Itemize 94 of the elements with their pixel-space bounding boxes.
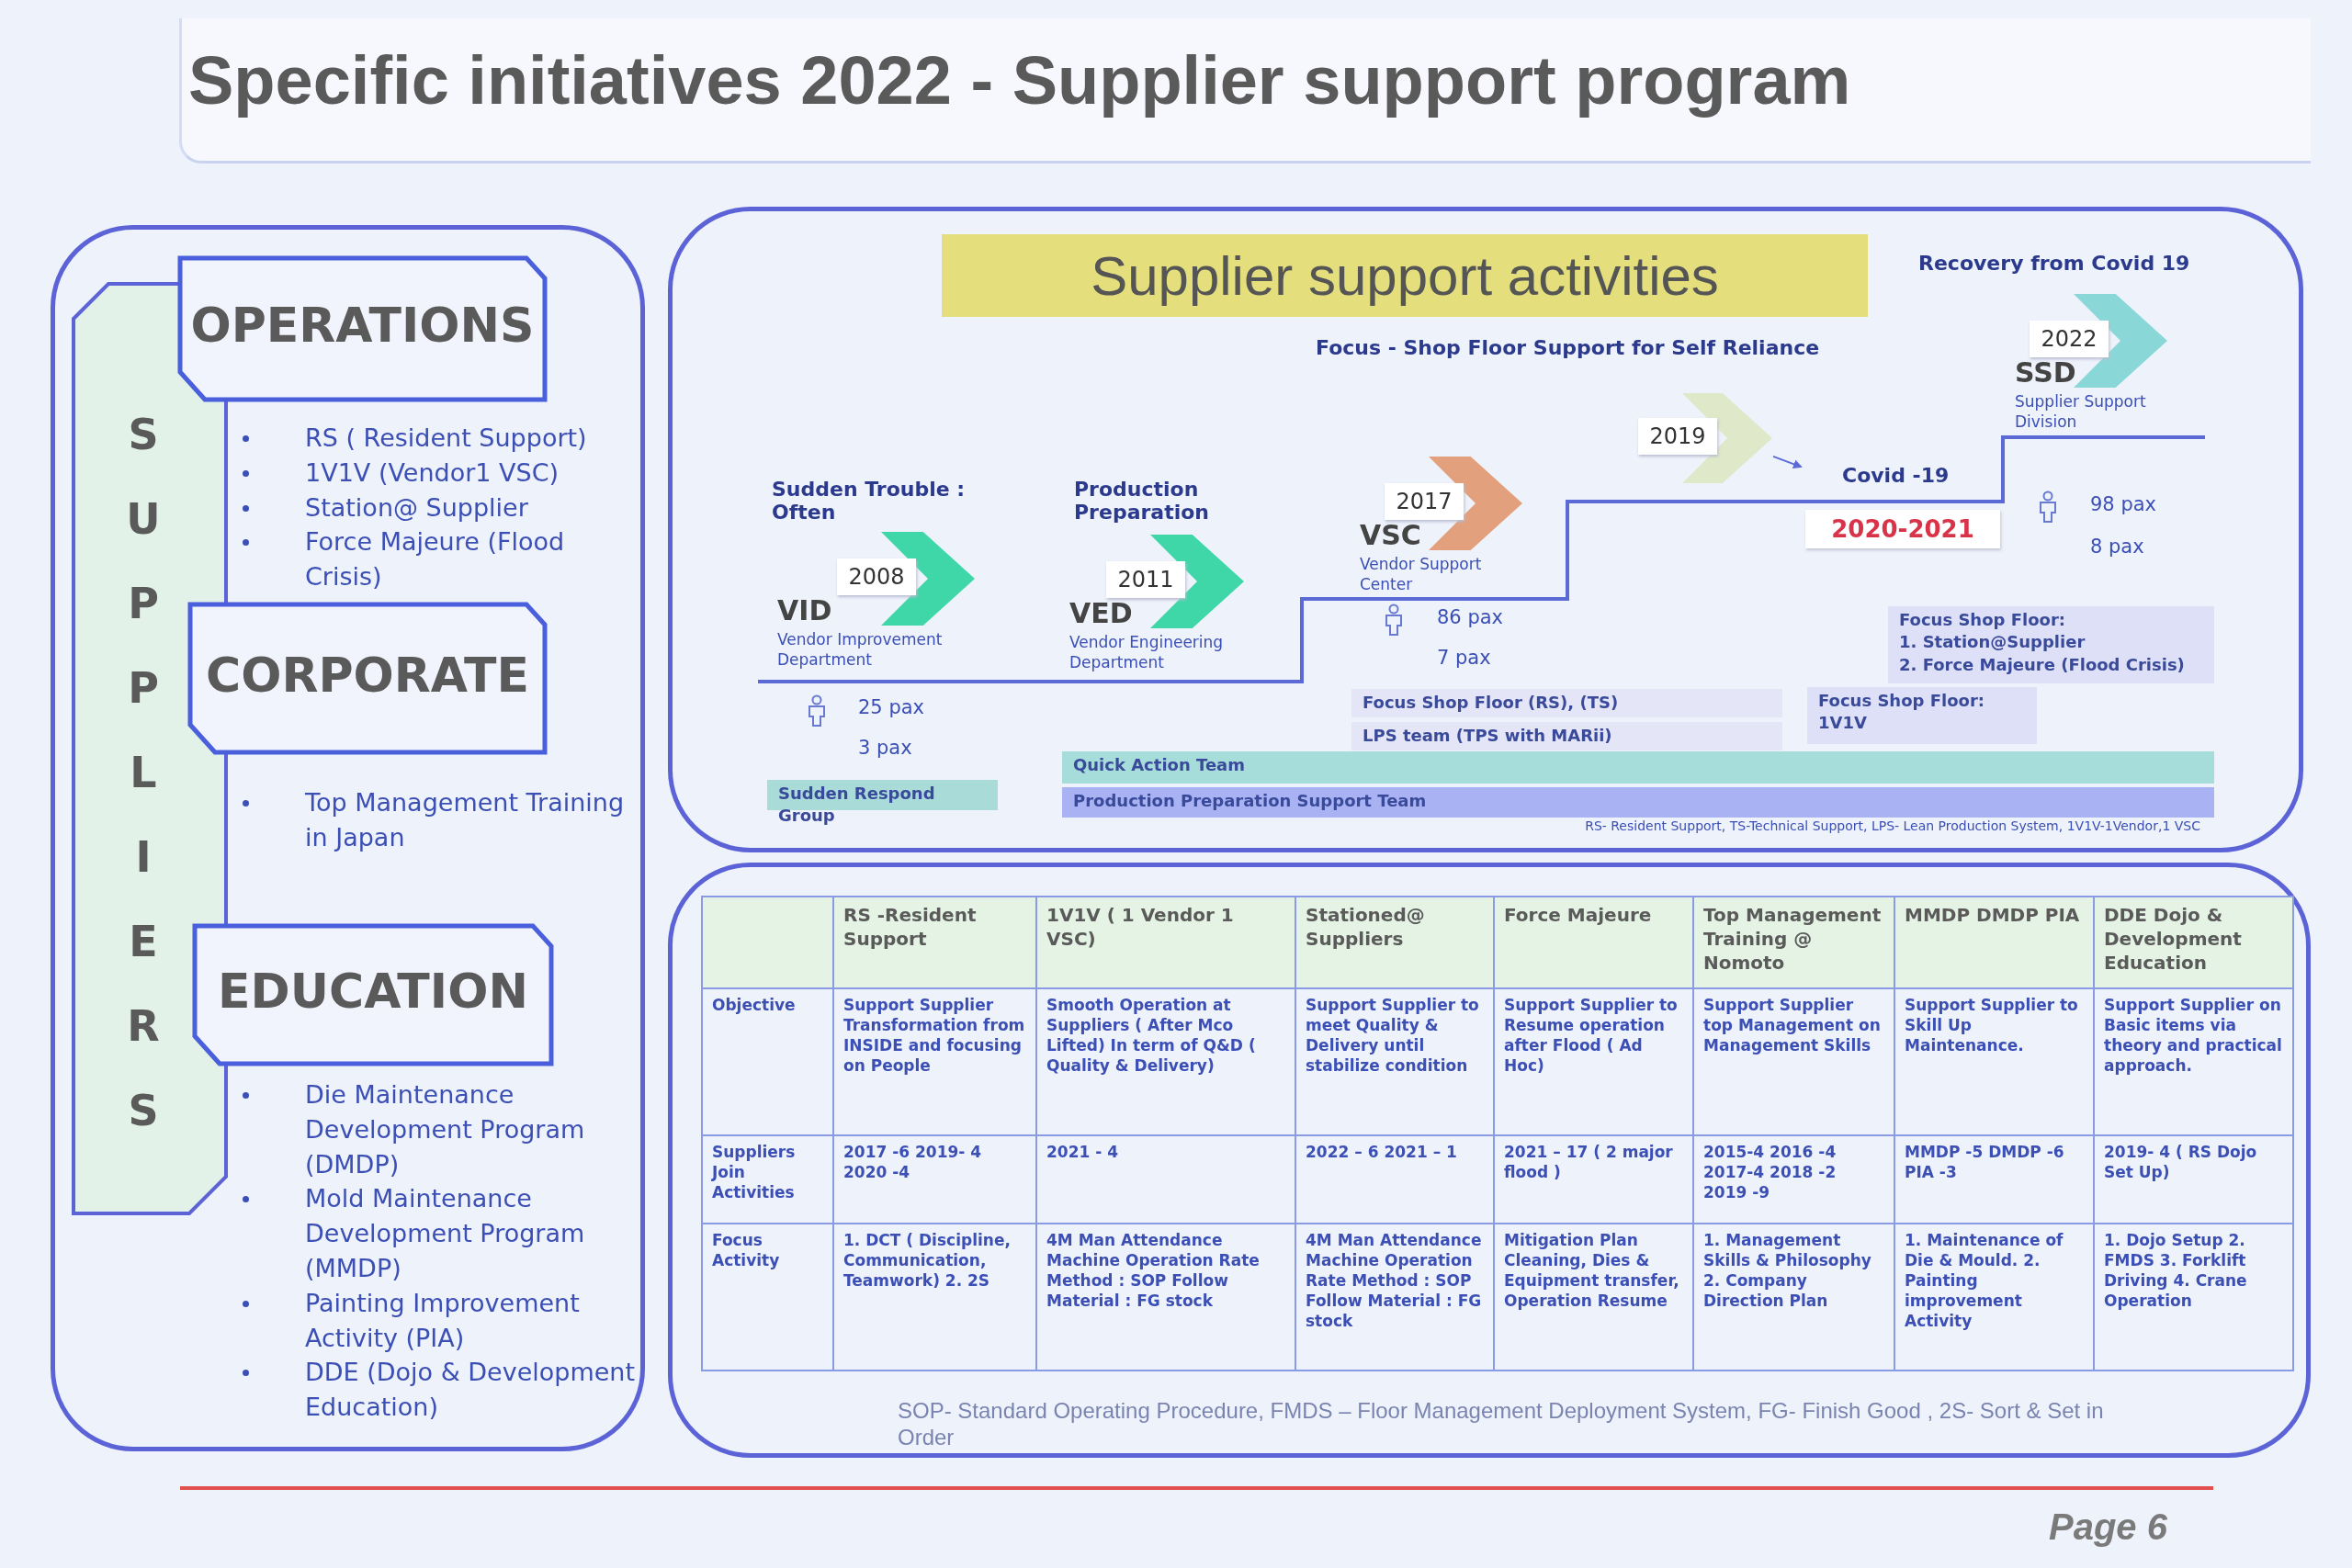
rounded-panel: [668, 207, 2303, 852]
table-entry: Support Supplier top Management on Management Skills: [1703, 996, 1881, 1055]
table-entry: 4M Man Attendance Machine Operation Rate Method : SOP Follow Material : FG stock: [1046, 1231, 1260, 1311]
bar-text: 1. Station@Supplier: [1899, 631, 2086, 654]
phase-label: Sudden Trouble : Often: [772, 478, 967, 524]
table-entry: 2017 -6 2019- 4 2020 -4: [843, 1143, 982, 1182]
period-tag: 2020-2021: [1805, 510, 2000, 548]
bar-text: Sudden Respond Group: [778, 783, 936, 828]
headcount: 98 pax: [2090, 493, 2157, 515]
bullet-item: Mold Maintenance Development Program (MMDP): [305, 1183, 586, 1284]
section-tab: [187, 602, 548, 755]
table-entry: Mitigation Plan Cleaning, Dies & Equipment transfer, Operation Resume: [1504, 1231, 1679, 1311]
table-entry: 2019- 4 ( RS Dojo Set Up): [2104, 1143, 2257, 1182]
table-entry: 1. Management Skills & Philosophy 2. Company Direction Plan: [1703, 1231, 1871, 1311]
vertical-heading: SUPPLIERS: [125, 409, 162, 1137]
page-number: Page 6: [2049, 1506, 2167, 1548]
section-tab: [177, 255, 548, 402]
bar-text: 1V1V: [1818, 712, 1868, 735]
column-header: DDE Dojo & Development Education: [2104, 904, 2242, 974]
acronym-label: VED: [1069, 597, 1133, 629]
department-name: Vendor Support Center: [1360, 554, 1483, 595]
column-header: Force Majeure: [1504, 904, 1652, 926]
year-tag: 2008: [837, 558, 916, 595]
year-tag: 2011: [1106, 561, 1185, 598]
section-tab: [192, 923, 554, 1066]
heading-banner: [942, 234, 1868, 317]
row-header: Objective: [712, 996, 796, 1014]
table-entry: 4M Man Attendance Machine Operation Rate Method : SOP Follow Material : FG stock: [1306, 1231, 1482, 1331]
table-entry: 1. DCT ( Discipline, Communication, Teamwork) 2. 2S: [843, 1231, 1011, 1291]
bar-text: 2. Force Majeure (Flood Crisis): [1899, 653, 2186, 676]
bar-text: Quick Action Team: [1073, 754, 1246, 776]
year-tag: 2022: [2030, 321, 2109, 357]
footnote: SOP- Standard Operating Procedure, FMDS – Floor Management Deployment System, FG- Finish Good , 2S- Sort & Set in Order: [898, 1398, 2105, 1451]
row-header: Suppliers Join Activities: [712, 1143, 796, 1202]
headcount: 7 pax: [1437, 647, 1491, 669]
year-tag: 2019: [1638, 418, 1717, 455]
bullet-item: DDE (Dojo & Development Education): [305, 1357, 636, 1424]
table-entry: 2021 - 4: [1046, 1143, 1119, 1161]
acronym-label: SSD: [2015, 356, 2076, 389]
table-entry: Smooth Operation at Suppliers ( After Mco Lifted) In term of Q&D ( Quality & Delivery): [1046, 996, 1256, 1076]
acronym-label: VSC: [1360, 519, 1421, 551]
activity-bar: [1351, 722, 1782, 750]
bar-text: Focus Shop Floor (RS), (TS): [1363, 692, 1620, 714]
row-header: Focus Activity: [712, 1231, 780, 1270]
bullet-item: 1V1V (Vendor1 VSC): [305, 457, 560, 489]
table-entry: Support Supplier to Skill Up Maintenance.: [1905, 996, 2078, 1055]
column-header: 1V1V ( 1 Vendor 1 VSC): [1046, 904, 1234, 950]
table-entry: Support Supplier to meet Quality & Delivery until stabilize condition: [1306, 996, 1479, 1076]
bullet-item: Painting Improvement Activity (PIA): [305, 1287, 581, 1354]
bar-text: LPS team (TPS with MARii): [1363, 725, 1613, 747]
table-entry: MMDP -5 DMDP -6 PIA -3: [1905, 1143, 2064, 1182]
section-heading: OPERATIONS: [189, 298, 536, 353]
rounded-panel: [51, 225, 645, 1451]
phase-label: Production Preparation: [1074, 478, 1211, 524]
bullet-item: Station@ Supplier: [305, 491, 529, 524]
bullet-item: Top Management Training in Japan: [305, 787, 626, 853]
footnote: RS- Resident Support, TS-Technical Support, LPS- Lean Production System, 1V1V-1Vendor,1 VSC: [1584, 818, 2200, 833]
table-entry: 2021 – 17 ( 2 major flood ): [1504, 1143, 1673, 1182]
table-entry: Support Supplier to Resume operation after Flood ( Ad Hoc): [1504, 996, 1678, 1076]
section-heading: CORPORATE: [205, 647, 530, 703]
headcount: 86 pax: [1437, 606, 1504, 628]
acronym-label: VID: [777, 594, 832, 626]
column-header: RS -Resident Support: [843, 904, 977, 950]
activity-bar: [1062, 751, 2214, 784]
headcount: 3 pax: [858, 737, 912, 759]
slide-title: Specific initiatives 2022 - Supplier support program: [188, 41, 1851, 119]
arrow: [1772, 455, 1803, 468]
department-name: Supplier Support Division: [2015, 391, 2147, 433]
banner-title: Supplier support activities: [1091, 243, 1719, 308]
department-name: Vendor Engineering Department: [1069, 632, 1225, 673]
column-header: Top Management Training @ Nomoto: [1703, 904, 1882, 974]
headcount: 8 pax: [2090, 536, 2144, 558]
column-header: Stationed@ Suppliers: [1306, 904, 1425, 950]
focus-label: Recovery from Covid 19: [1918, 252, 2190, 275]
table-entry: 2015-4 2016 -4 2017-4 2018 -2 2019 -9: [1703, 1143, 1837, 1202]
bullet-item: Die Maintenance Development Program (DMDP): [305, 1079, 586, 1180]
section-heading: EDUCATION: [217, 964, 529, 1019]
bar-text: Production Preparation Support Team: [1073, 790, 1428, 812]
table-entry: 1. Maintenance of Die & Mould. 2. Painting improvement Activity: [1905, 1231, 2064, 1331]
year-tag: 2017: [1385, 483, 1464, 520]
bar-text: Focus Shop Floor:: [1899, 609, 2066, 631]
table-entry: Support Supplier on Basic items via theory and practical approach.: [2104, 996, 2282, 1076]
table-entry: 1. Dojo Setup 2. FMDS 3. Forklift Driving 4. Crane Operation: [2104, 1231, 2247, 1311]
headcount: 25 pax: [858, 696, 925, 718]
department-name: Vendor Improvement Department: [777, 629, 944, 671]
column-header: MMDP DMDP PIA: [1905, 904, 2080, 926]
activity-bar: [1062, 787, 2214, 818]
table-entry: Support Supplier Transformation from INSIDE and focusing on People: [843, 996, 1025, 1076]
table-entry: 2022 – 6 2021 – 1: [1306, 1143, 1457, 1161]
bar-text: Focus Shop Floor:: [1818, 690, 1985, 712]
bullet-item: RS ( Resident Support): [305, 423, 588, 454]
event-label: Covid -19: [1842, 464, 1950, 487]
focus-label: Focus - Shop Floor Support for Self Reliance: [1316, 336, 1820, 359]
bullet-item: Force Majeure (Flood Crisis): [305, 526, 566, 593]
